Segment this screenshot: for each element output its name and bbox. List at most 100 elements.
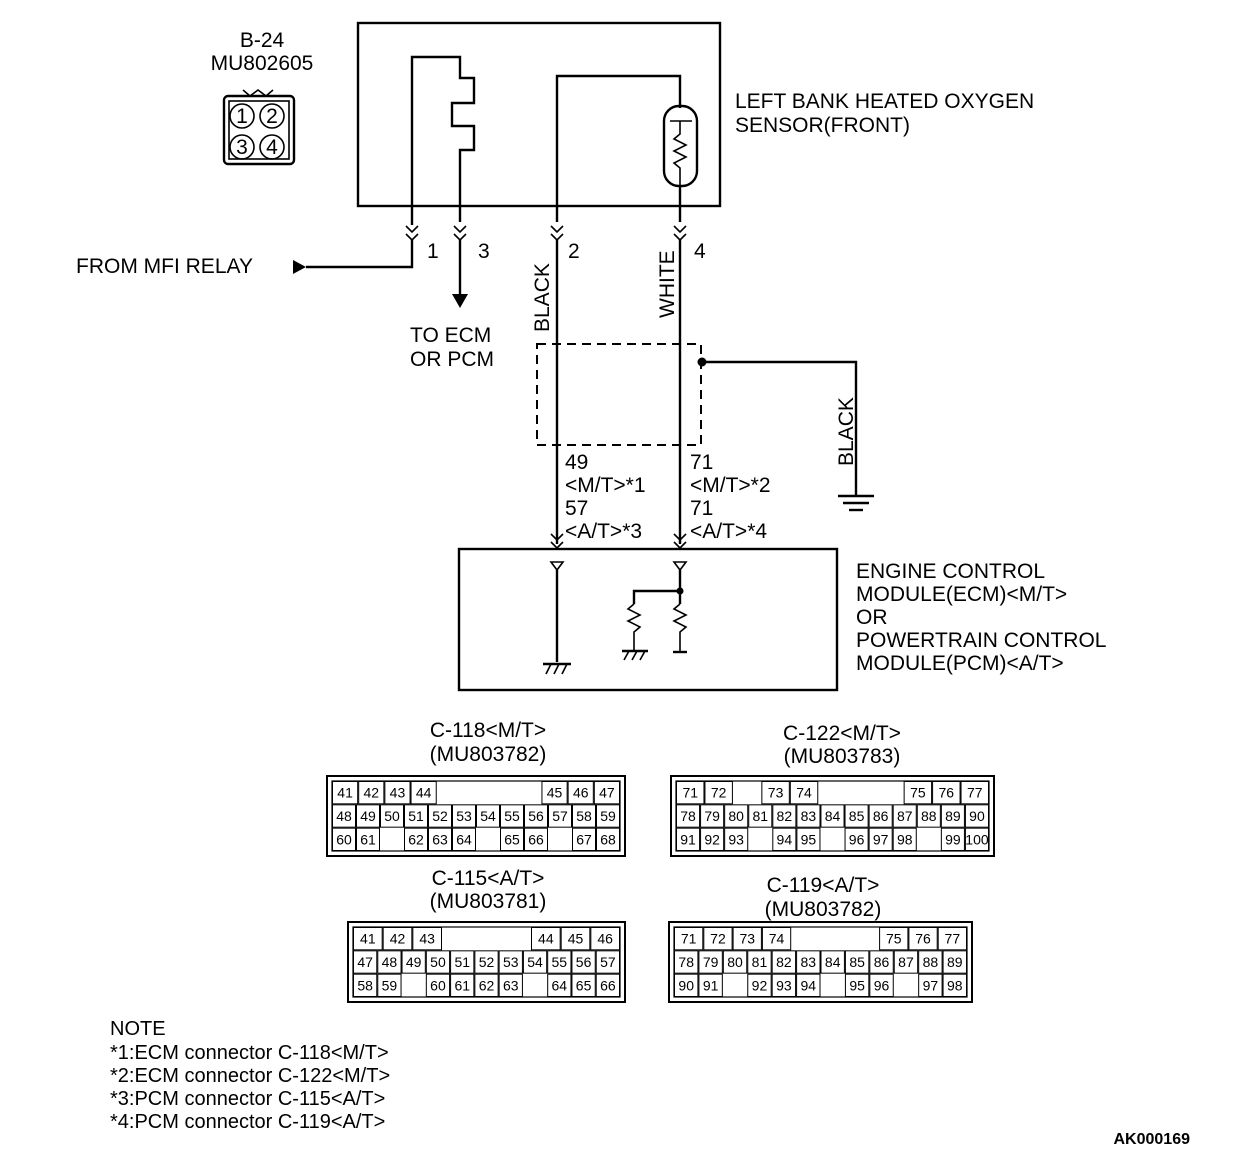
pin-cell [332, 827, 356, 852]
pin-cell [724, 827, 749, 852]
wire-color-label: BLACK [531, 263, 554, 332]
connector-part-number: (MU803783) [784, 745, 901, 768]
pin-cell [869, 950, 894, 974]
pin-number: 53 [503, 954, 519, 970]
pin-number: 79 [703, 954, 719, 970]
pin-number: 99 [945, 831, 961, 847]
pin-number: 74 [769, 931, 785, 947]
pin-number: 98 [897, 831, 913, 847]
pin-cell [500, 827, 524, 852]
pin-cell [674, 927, 704, 951]
pin-cell [748, 804, 773, 828]
note-title: NOTE [110, 1018, 166, 1040]
pin-cell [474, 950, 499, 974]
connector-housing [222, 94, 296, 166]
terminal-number: 1 [427, 240, 439, 263]
pin-cell [960, 781, 990, 805]
pin-cell [401, 950, 426, 974]
figure-id: AK000169 [1114, 1131, 1191, 1148]
pin-cell [522, 950, 548, 974]
pin-number: 84 [825, 808, 841, 824]
pin-number: 66 [600, 977, 616, 993]
pin-number: 55 [504, 808, 520, 824]
arrow-right-icon [293, 260, 306, 274]
pin-number: 81 [752, 954, 768, 970]
pin-cell [412, 927, 443, 951]
pin-number: 84 [825, 954, 841, 970]
ecm-terminal-label: 49 [565, 451, 588, 474]
note-line: *3:PCM connector C-115<A/T> [110, 1088, 385, 1110]
pin-number: 63 [503, 977, 519, 993]
pin-cell [548, 804, 572, 828]
pin-number: 54 [480, 808, 496, 824]
heater-element [410, 55, 476, 225]
pin-number: 96 [874, 977, 890, 993]
pin-number: 87 [898, 954, 914, 970]
terminal-number: 3 [478, 240, 490, 263]
pin-number: 87 [897, 808, 913, 824]
pin-cell [932, 781, 961, 805]
pin-cell [404, 827, 428, 852]
pin-cell [772, 827, 797, 852]
module-label-line3: OR [856, 606, 888, 629]
pin-cell [844, 827, 869, 852]
pin-number: 89 [947, 954, 963, 970]
b24-connector: B-24 MU802605 1 2 3 4 [211, 29, 314, 166]
control-module: ENGINE CONTROL MODULE(ECM)<M/T> OR POWER… [457, 533, 1106, 692]
pin-number: 59 [382, 977, 398, 993]
pin-cell [704, 781, 733, 805]
pin-cell [452, 827, 476, 852]
pin-number: 86 [874, 954, 890, 970]
pin-cell [384, 781, 411, 805]
connector-outline [668, 921, 973, 1003]
note-line: *1:ECM connector C-118<M/T> [110, 1042, 389, 1064]
pin-number: 46 [573, 785, 589, 801]
pin-cell [940, 827, 965, 852]
chassis-ground-icon [543, 662, 571, 675]
pin-cell [674, 973, 699, 998]
pin-cell [595, 973, 621, 998]
pin-cell [428, 827, 452, 852]
pin-cell [571, 973, 596, 998]
pin-number: 52 [479, 954, 495, 970]
pin-cell [353, 973, 378, 998]
pin-cell [942, 973, 967, 998]
pin-cell [844, 973, 870, 998]
pin-number: 47 [357, 954, 373, 970]
pin-cell [892, 804, 917, 828]
pin-number: 97 [923, 977, 939, 993]
pin-number: 49 [360, 808, 376, 824]
pin-number: 61 [360, 831, 376, 847]
ecm-terminal-label: 71 [690, 451, 713, 474]
pin-number: 97 [873, 831, 889, 847]
pin-number: 98 [947, 977, 963, 993]
pin-cell [918, 950, 943, 974]
pin-number: 45 [568, 931, 584, 947]
pin-number: 64 [456, 831, 472, 847]
pin-cell [356, 804, 380, 828]
pin-cell [732, 927, 762, 951]
pin-number: 44 [416, 785, 432, 801]
pin-cell [893, 950, 919, 974]
pin-cell [761, 927, 792, 951]
b24-connector-part: MU802605 [211, 52, 314, 75]
pin-cell [722, 950, 748, 974]
oxygen-sensor: LEFT BANK HEATED OXYGEN SENSOR(FRONT) 1 … [356, 21, 1034, 263]
pin-cell [498, 973, 523, 998]
pin-number: 80 [727, 954, 743, 970]
pin-cell [937, 927, 968, 951]
pin-number: 58 [357, 977, 373, 993]
pin-number: 60 [336, 831, 352, 847]
arrow-down-icon [452, 294, 468, 308]
pin-cell [358, 781, 385, 805]
pin-cell [868, 804, 893, 828]
pin-number: 77 [945, 931, 961, 947]
pin-number: 61 [454, 977, 470, 993]
pin-cell [382, 927, 413, 951]
pin-number: 92 [752, 977, 768, 993]
pin-number: 85 [849, 808, 865, 824]
pin-number: 48 [382, 954, 398, 970]
pin-number: 94 [777, 831, 793, 847]
connector-name: C-122<M/T> [783, 722, 901, 745]
connector-part-number: (MU803781) [430, 890, 547, 913]
